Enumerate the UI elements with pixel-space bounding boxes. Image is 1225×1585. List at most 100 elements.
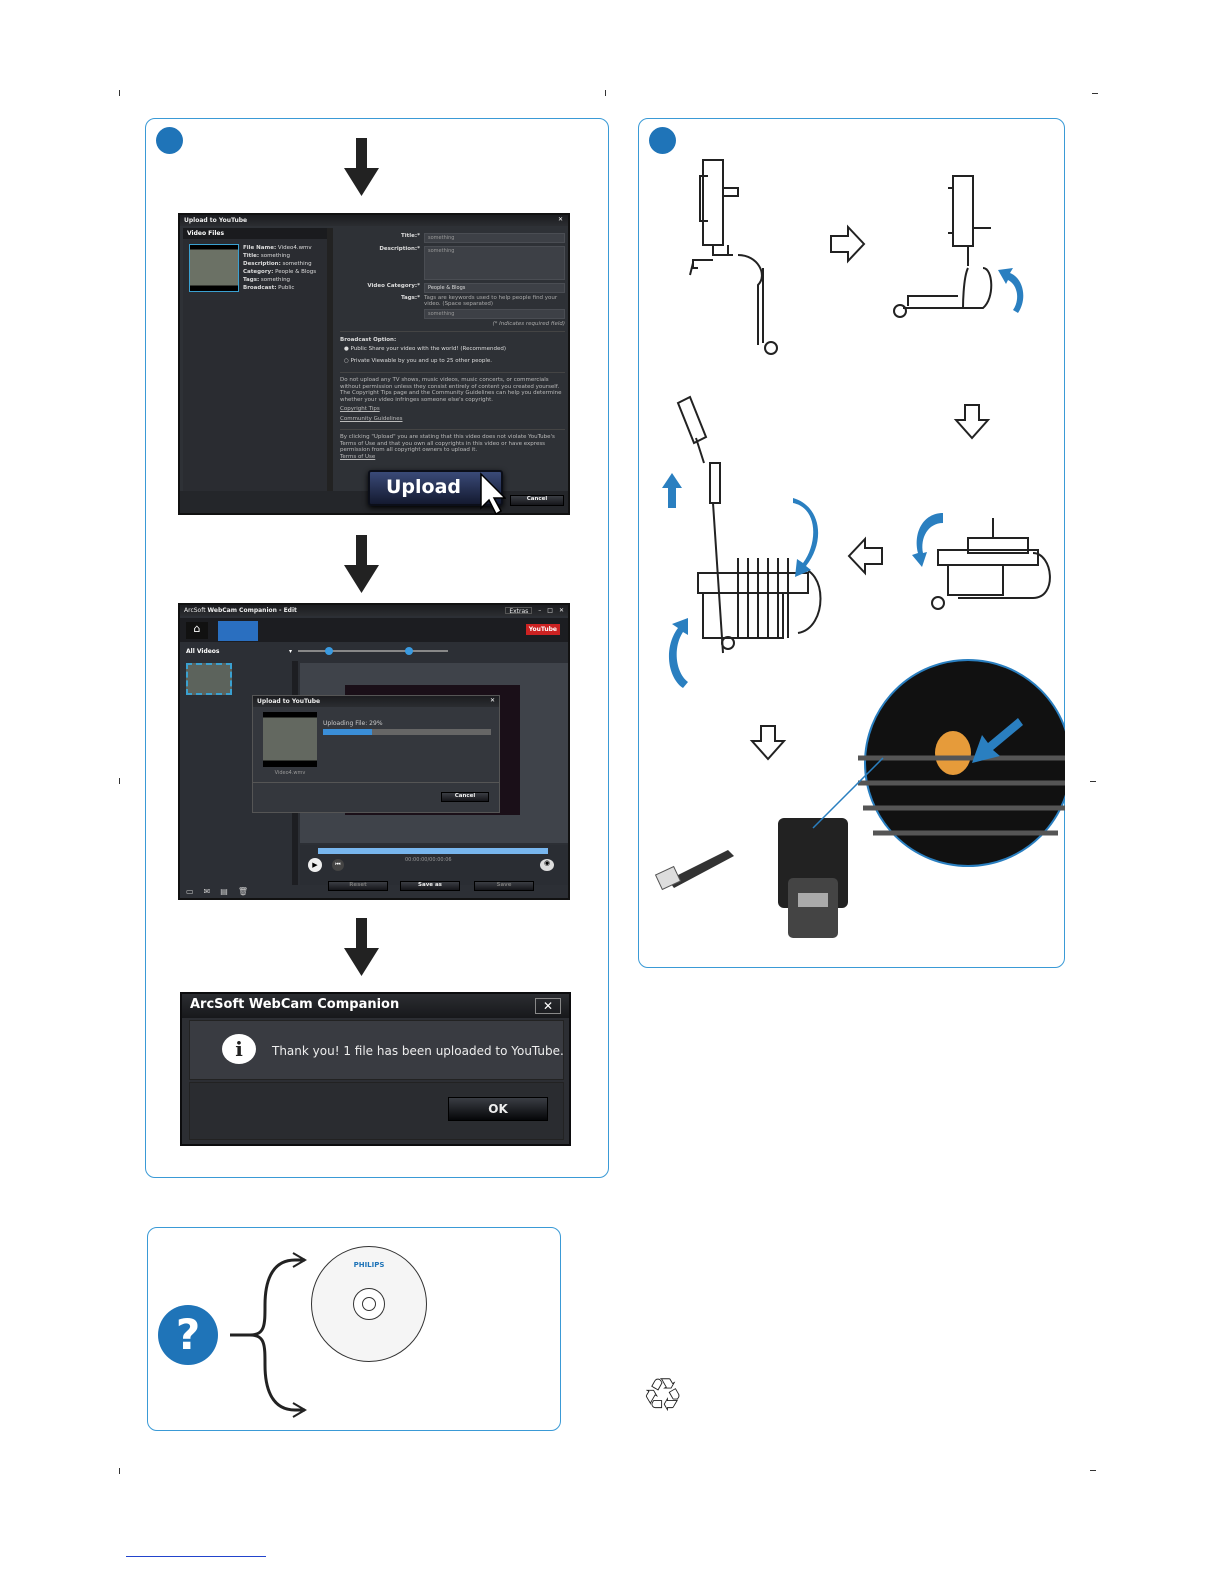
window-title: WebCam Companion - Edit <box>207 607 297 614</box>
ok-button[interactable]: OK <box>448 1097 548 1121</box>
title-label: Title:* <box>401 233 420 239</box>
step-number-badge <box>649 127 676 154</box>
file-info-value: something <box>260 253 290 259</box>
close-button[interactable]: ✕ <box>535 998 561 1014</box>
cancel-button[interactable]: Cancel <box>441 792 489 802</box>
right-hollow-arrow-icon <box>830 224 866 264</box>
step-upload-panel <box>145 118 609 1178</box>
cable-wrapped-illustration <box>676 395 822 654</box>
maximize-icon[interactable]: □ <box>547 607 553 614</box>
rotate-arrow-icon <box>912 513 943 567</box>
terms-link[interactable]: Terms of Use <box>340 453 376 460</box>
file-info-key: Tags: <box>243 277 260 283</box>
home-icon[interactable]: ⌂ <box>186 622 208 639</box>
community-guidelines-link[interactable]: Community Guidelines <box>340 416 403 422</box>
app-brand: ArcSoft <box>184 607 206 614</box>
public-option-label: Public Share your video with the world! … <box>350 346 506 352</box>
file-info-row: File Name: Video4.wmv <box>243 244 316 252</box>
rotate-arrow-icon <box>668 618 688 688</box>
info-icon: i <box>222 1034 256 1064</box>
file-info-key: Title: <box>243 253 260 259</box>
crop-mark <box>119 778 120 784</box>
timecode: 00:00:00/00:00:06 <box>405 857 452 863</box>
timeline-slider[interactable] <box>318 848 548 854</box>
file-info-value: Video4.wmv <box>277 245 312 251</box>
webcam-folded-side-illustration <box>931 518 1051 610</box>
webcam-companion-window: ArcSoft WebCam Companion - Edit Extras–□ ✕… <box>178 603 570 900</box>
rotate-arrow-icon <box>793 498 819 577</box>
file-info-row: Title: something <box>243 252 316 260</box>
copyright-tips-link[interactable]: Copyright Tips <box>340 406 380 412</box>
file-actions-icons[interactable]: ▭✉▤🗑 <box>186 887 258 896</box>
terms-text: By clicking "Upload" you are stating tha… <box>340 429 565 454</box>
video-thumbnail[interactable] <box>189 244 239 292</box>
category-select[interactable]: People & Blogs <box>424 283 565 293</box>
tags-input[interactable]: something <box>424 309 565 319</box>
youtube-button[interactable]: YouTube <box>525 624 560 635</box>
play-button[interactable]: ▶ <box>308 858 322 872</box>
window-title: Upload to YouTube <box>180 215 568 226</box>
crop-mark <box>119 90 120 96</box>
tags-help: Tags are keywords used to help people fi… <box>424 295 558 307</box>
upload-button-label: Upload <box>385 476 462 498</box>
file-info-key: Category: <box>243 269 274 275</box>
brightness-slider-handle[interactable] <box>325 647 333 655</box>
crop-mark <box>1090 1470 1096 1471</box>
webcam-clip-illustration <box>689 159 778 355</box>
help-panel <box>147 1227 561 1431</box>
step-number-badge <box>156 127 183 154</box>
close-icon[interactable]: ✕ <box>489 697 495 704</box>
description-label: Description:* <box>379 246 420 252</box>
crop-mark <box>605 90 606 96</box>
cancel-button[interactable]: Cancel <box>510 495 564 506</box>
extras-button[interactable]: Extras <box>505 607 533 615</box>
edit-tab-icon[interactable] <box>218 621 258 641</box>
footer-rule <box>126 1556 266 1557</box>
brightness-contrast-sliders[interactable] <box>298 650 448 652</box>
contrast-slider-handle[interactable] <box>405 647 413 655</box>
minimize-icon[interactable]: – <box>538 607 542 614</box>
private-radio[interactable]: ○ Private Viewable by you and up to 25 o… <box>344 358 493 364</box>
upload-progress-dialog: Upload to YouTube ✕ Video4.wmv Uploading… <box>252 695 500 813</box>
video-thumbnail <box>263 712 317 767</box>
file-info-key: Broadcast: <box>243 285 277 291</box>
video-filter-select[interactable]: All Videos▾ <box>186 648 292 655</box>
file-name: Video4.wmv <box>274 770 306 776</box>
title-input[interactable]: something <box>424 233 565 243</box>
file-info-row: Broadcast: Public <box>243 284 316 292</box>
description-input[interactable]: something <box>424 246 565 280</box>
broadcast-label: Broadcast Option: <box>340 331 565 343</box>
reset-button[interactable]: Reset <box>328 881 388 891</box>
file-info-value: People & Blogs <box>275 269 317 275</box>
file-info-row: Description: something <box>243 260 316 268</box>
recycle-icon: ♲ <box>642 1368 684 1422</box>
public-radio[interactable]: ● Public Share your video with the world… <box>344 346 506 352</box>
progress-label: Uploading File: 29% <box>323 720 383 727</box>
brace-arrows-icon <box>230 1252 307 1418</box>
dialog-message: Thank you! 1 file has been uploaded to Y… <box>272 1044 564 1058</box>
rotate-arrow-icon <box>998 268 1024 313</box>
file-info-value: something <box>282 261 312 267</box>
save-as-button[interactable]: Save as <box>400 881 460 891</box>
close-icon[interactable]: ✕ <box>557 216 563 223</box>
dialog-title: Upload to YouTube <box>253 696 499 707</box>
left-hollow-arrow-icon <box>847 536 883 576</box>
file-info-value: something <box>260 277 291 283</box>
dialog-title: ArcSoft WebCam Companion <box>182 994 569 1018</box>
filter-label: All Videos <box>186 648 220 655</box>
close-icon[interactable]: ✕ <box>558 607 564 614</box>
tags-label: Tags:* <box>400 295 420 301</box>
save-button[interactable]: Save <box>474 881 534 891</box>
crop-mark <box>119 1468 120 1474</box>
video-thumbnail[interactable] <box>186 663 232 695</box>
up-arrow-icon <box>662 473 682 508</box>
upload-complete-dialog: ArcSoft WebCam Companion ✕ i Thank you! … <box>180 992 571 1146</box>
down-hollow-arrow-icon <box>749 725 787 761</box>
skip-start-button[interactable]: ⏮ <box>332 859 344 871</box>
snapshot-camera-icon[interactable]: ◉ <box>540 859 554 871</box>
file-info-key: Description: <box>243 261 281 267</box>
wrapped-webcam-photo <box>654 659 1065 938</box>
webcam-clip-folded-illustration <box>893 175 993 318</box>
installation-cd-icon: PHILIPS <box>311 1246 427 1362</box>
